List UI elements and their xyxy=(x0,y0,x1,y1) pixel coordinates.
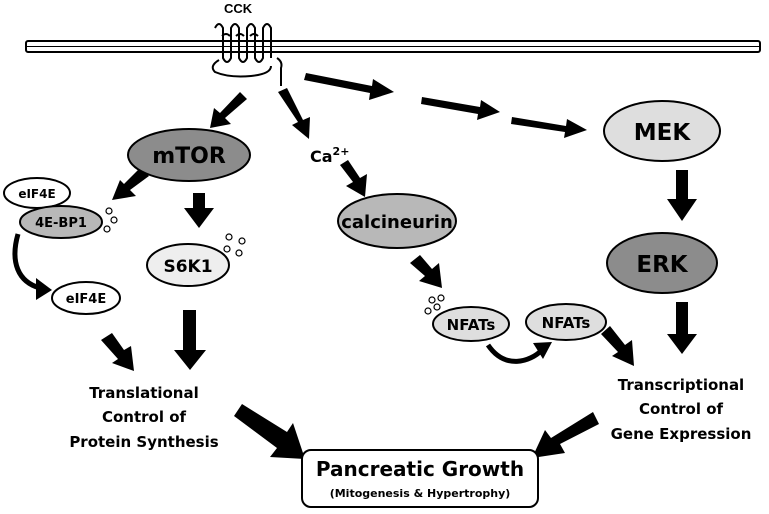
arrow-receptor-mtor xyxy=(210,92,247,128)
arrow-translational-growth xyxy=(234,404,305,459)
node-4ebp1: 4E-BP1 xyxy=(19,205,103,239)
translational-control-label: Translational Control of Protein Synthes… xyxy=(69,384,218,451)
arrow-ca-calcineurin xyxy=(340,160,367,197)
node-eif4e-bound: eIF4E xyxy=(3,177,71,209)
s6k1-label: S6K1 xyxy=(163,257,212,277)
erk-label: ERK xyxy=(636,252,688,278)
arrow-erk-transcriptional xyxy=(667,302,697,354)
arrow-transcriptional-growth xyxy=(532,412,599,458)
cck-receptor-icon xyxy=(211,23,283,86)
eif4e-bound-label: eIF4E xyxy=(18,187,55,201)
nfats-phosphate-icons xyxy=(424,294,445,315)
arrow-4ebp1-eif4e-curve xyxy=(12,233,41,291)
node-mek: MEK xyxy=(603,100,721,162)
svg-text:Ca2+: Ca2+ xyxy=(310,145,349,166)
transcriptional-control-label: Transcriptional Control of Gene Expressi… xyxy=(611,376,752,443)
arrow-s6k1-translational xyxy=(174,310,206,370)
4ebp1-phosphate-icons xyxy=(103,207,118,233)
arrow-nfats-translocation-curve xyxy=(485,343,544,364)
translational-line-2: Control of xyxy=(102,408,187,426)
nfats-left-label: NFATs xyxy=(447,316,496,334)
result-subtitle: (Mitogenesis & Hypertrophy) xyxy=(330,487,511,500)
node-nfats-nuclear: NFATs xyxy=(525,303,607,341)
arrow-nfats-translocation-head xyxy=(533,342,552,359)
arrow-nfats-transcriptional xyxy=(601,326,634,366)
arrow-mek-seg3 xyxy=(511,117,587,138)
ca-superscript: 2+ xyxy=(333,145,350,158)
cell-membrane xyxy=(25,40,761,53)
arrow-4ebp1-eif4e-head xyxy=(36,278,52,300)
node-mtor: mTOR xyxy=(127,128,251,182)
nfats-right-label: NFATs xyxy=(542,314,591,332)
node-calcineurin: calcineurin xyxy=(337,193,457,249)
mtor-label: mTOR xyxy=(152,144,226,169)
pancreatic-growth-box: Pancreatic Growth (Mitogenesis & Hypertr… xyxy=(301,449,539,508)
arrow-mek-seg1 xyxy=(304,73,394,100)
transcriptional-line-3: Gene Expression xyxy=(611,425,752,443)
node-nfats-cytoplasmic: NFATs xyxy=(432,306,510,342)
arrow-mek-erk xyxy=(667,170,697,221)
node-s6k1: S6K1 xyxy=(146,243,230,287)
calcineurin-label: calcineurin xyxy=(341,212,453,233)
arrows xyxy=(101,73,697,459)
ca-label: Ca xyxy=(310,147,333,166)
node-erk: ERK xyxy=(606,232,718,294)
arrow-mtor-4ebp1 xyxy=(112,168,149,200)
arrow-calcineurin-nfats xyxy=(410,255,442,288)
mek-label: MEK xyxy=(634,120,692,146)
transcriptional-line-1: Transcriptional xyxy=(618,376,744,394)
transcriptional-line-2: Control of xyxy=(639,400,724,418)
4ebp1-label: 4E-BP1 xyxy=(35,216,87,231)
eif4e-free-label: eIF4E xyxy=(66,292,106,307)
arrow-receptor-ca xyxy=(278,88,310,139)
ligand-label: CCK xyxy=(224,1,253,16)
arrow-eif4e-translational xyxy=(101,333,134,371)
s6k1-phosphate-icons xyxy=(223,233,246,257)
node-eif4e-free: eIF4E xyxy=(51,281,121,315)
arrow-mtor-s6k1 xyxy=(184,193,214,228)
translational-line-3: Protein Synthesis xyxy=(69,433,218,451)
arrow-mek-seg2 xyxy=(421,97,500,120)
node-ca: Ca2+ xyxy=(310,145,349,166)
result-title: Pancreatic Growth xyxy=(316,457,524,481)
translational-line-1: Translational xyxy=(89,384,199,402)
